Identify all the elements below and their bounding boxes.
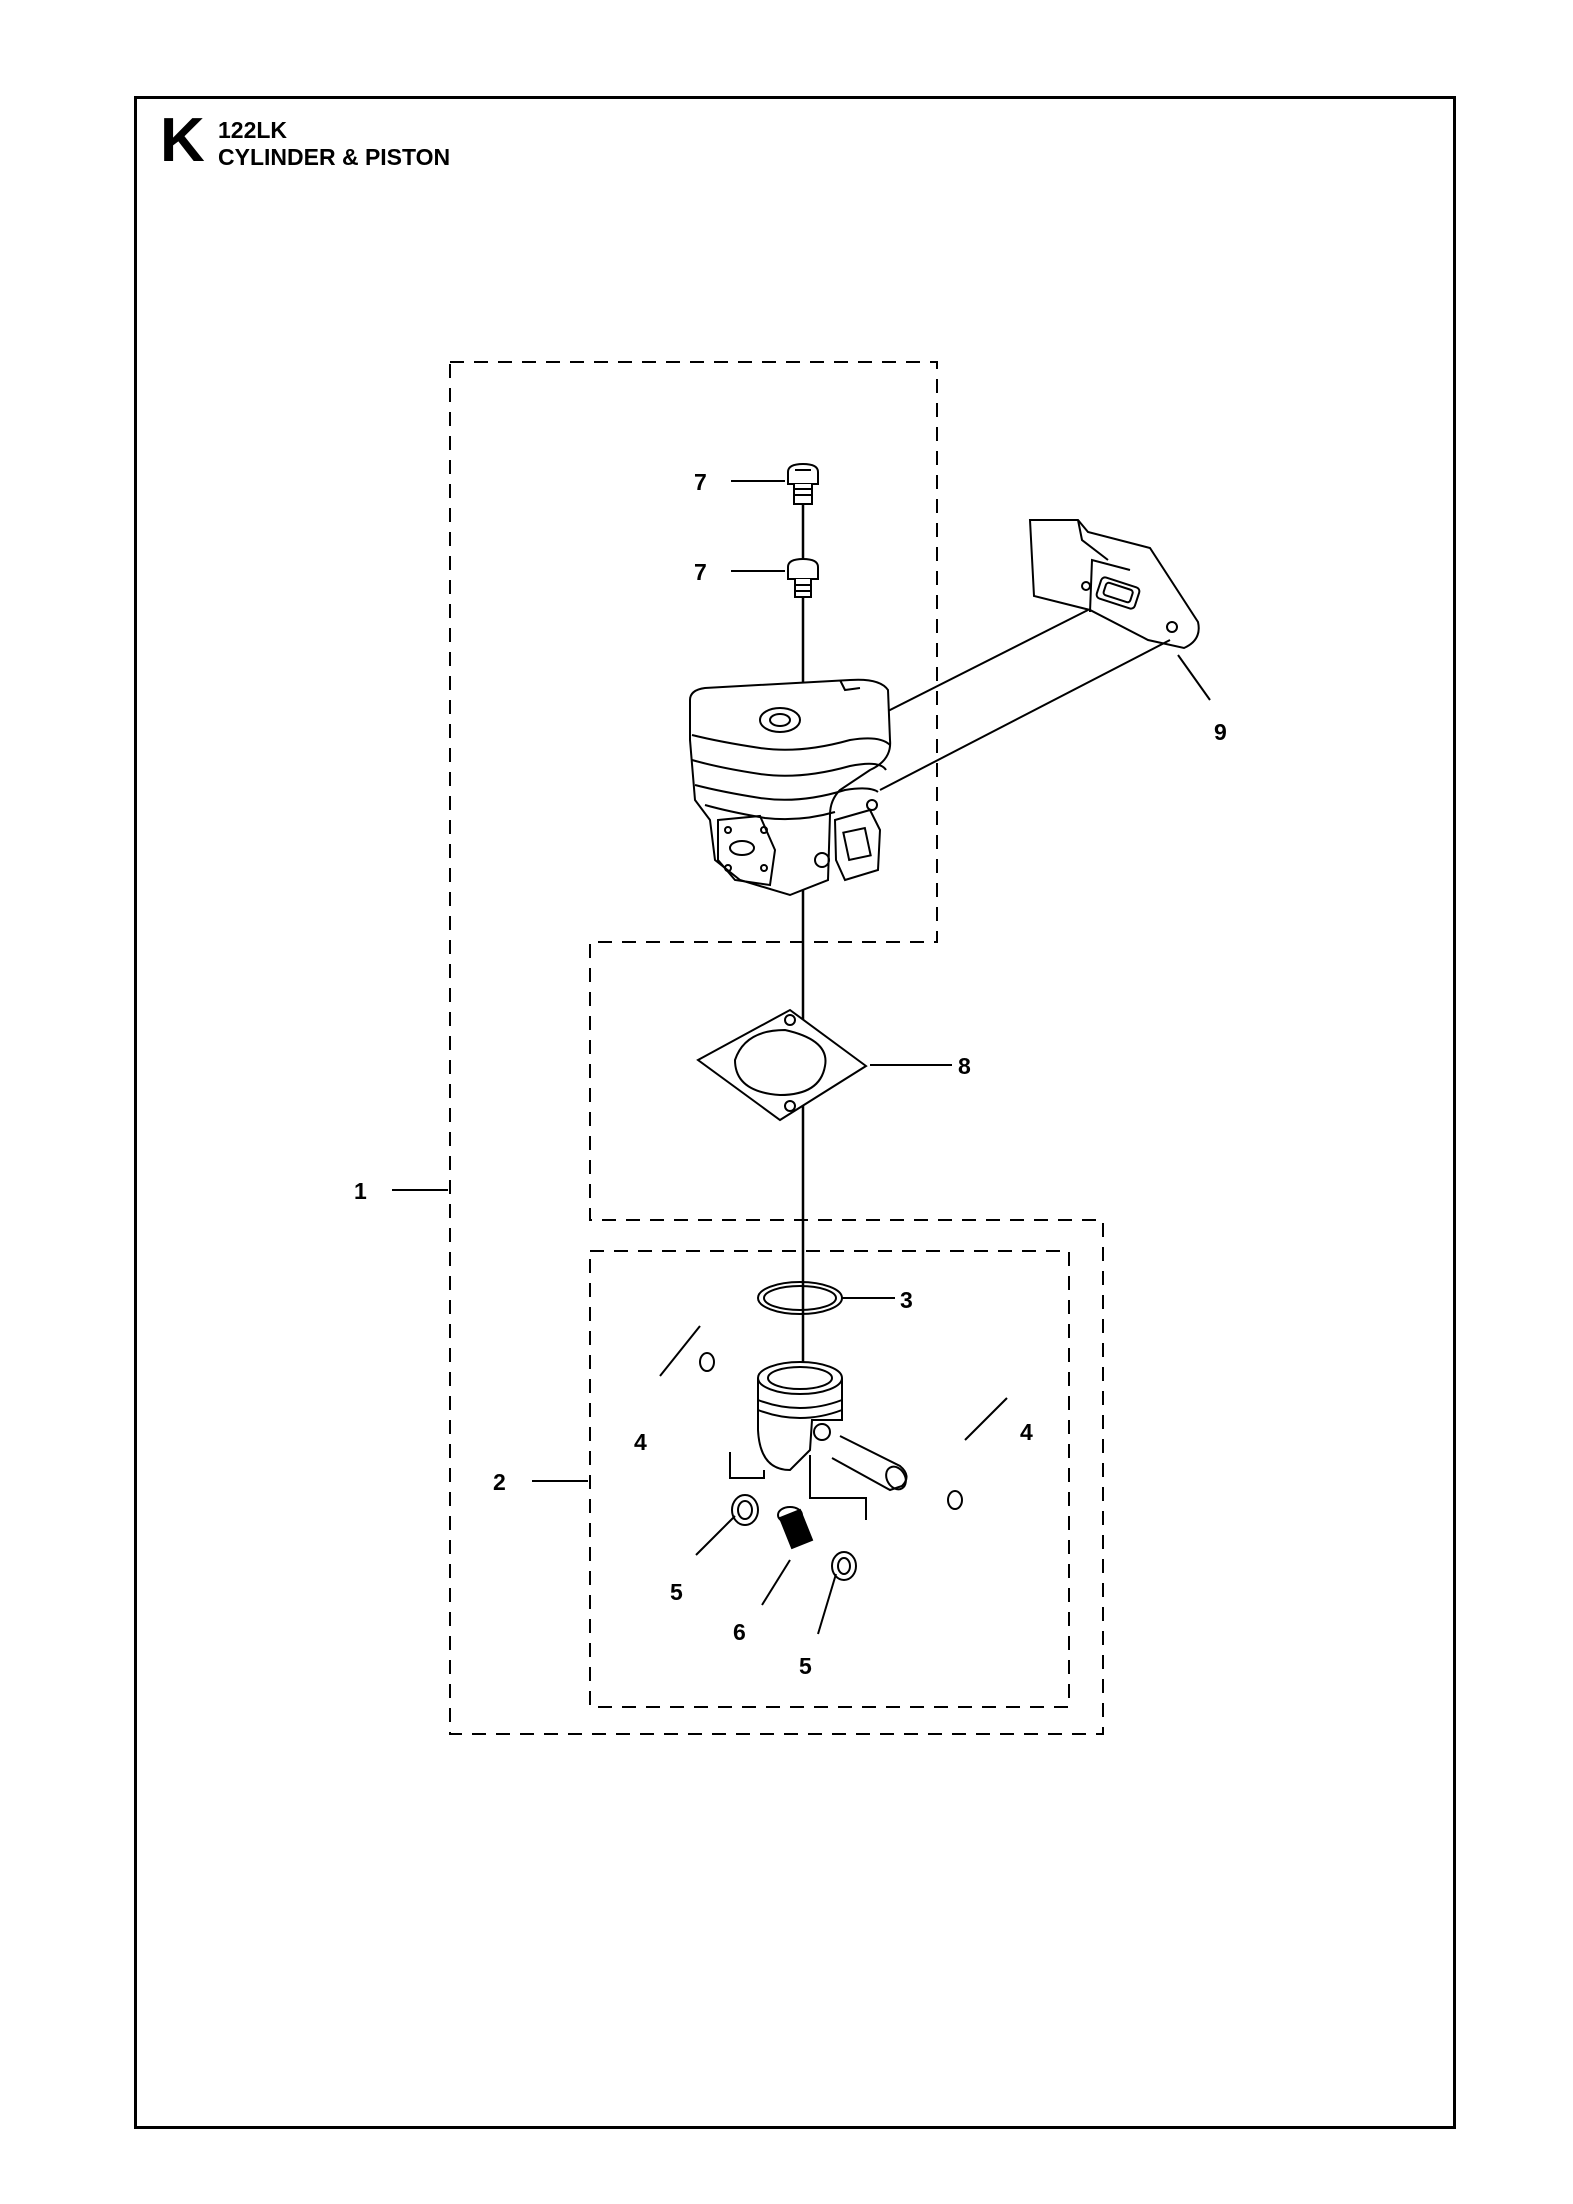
diagram-title: CYLINDER & PISTON (218, 144, 451, 170)
callout-6: 6 (733, 1619, 746, 1645)
leader-4b (964, 1397, 1008, 1441)
piston-ring (757, 1281, 843, 1315)
callout-1: 1 (354, 1178, 367, 1204)
assembly-boundary-2 (589, 1250, 1070, 1708)
leader-4a (659, 1325, 701, 1377)
page-frame (134, 96, 1456, 2129)
leader-5b (817, 1573, 837, 1635)
callout-7-upper: 7 (694, 469, 707, 495)
callout-7-lower: 7 (694, 559, 707, 585)
base-gasket (696, 1008, 868, 1122)
cylinder (689, 678, 892, 897)
circlip-left (699, 1352, 715, 1372)
leader-9 (1177, 654, 1211, 701)
piston (757, 1361, 843, 1472)
leader-5a (695, 1515, 736, 1556)
exhaust-gasket (1028, 519, 1200, 650)
thrust-washer-left (731, 1494, 759, 1526)
screw-upper (787, 462, 819, 505)
callout-2: 2 (493, 1469, 506, 1495)
leader-6 (761, 1559, 791, 1606)
piston-pin (831, 1435, 908, 1492)
needle-bearing (777, 1506, 814, 1550)
callout-9: 9 (1214, 719, 1227, 745)
circlip-right (947, 1490, 963, 1510)
callout-4-right: 4 (1020, 1419, 1033, 1445)
thrust-washer-right (831, 1551, 857, 1581)
model-name: 122LK (218, 117, 288, 143)
callout-8: 8 (958, 1053, 971, 1079)
assembly-boundary-1 (449, 361, 1104, 1735)
section-letter: K (160, 106, 205, 175)
callout-5-right: 5 (799, 1653, 812, 1679)
callout-3: 3 (900, 1287, 913, 1313)
callout-4-left: 4 (634, 1429, 647, 1455)
callout-5-left: 5 (670, 1579, 683, 1605)
screw-lower (787, 557, 819, 598)
